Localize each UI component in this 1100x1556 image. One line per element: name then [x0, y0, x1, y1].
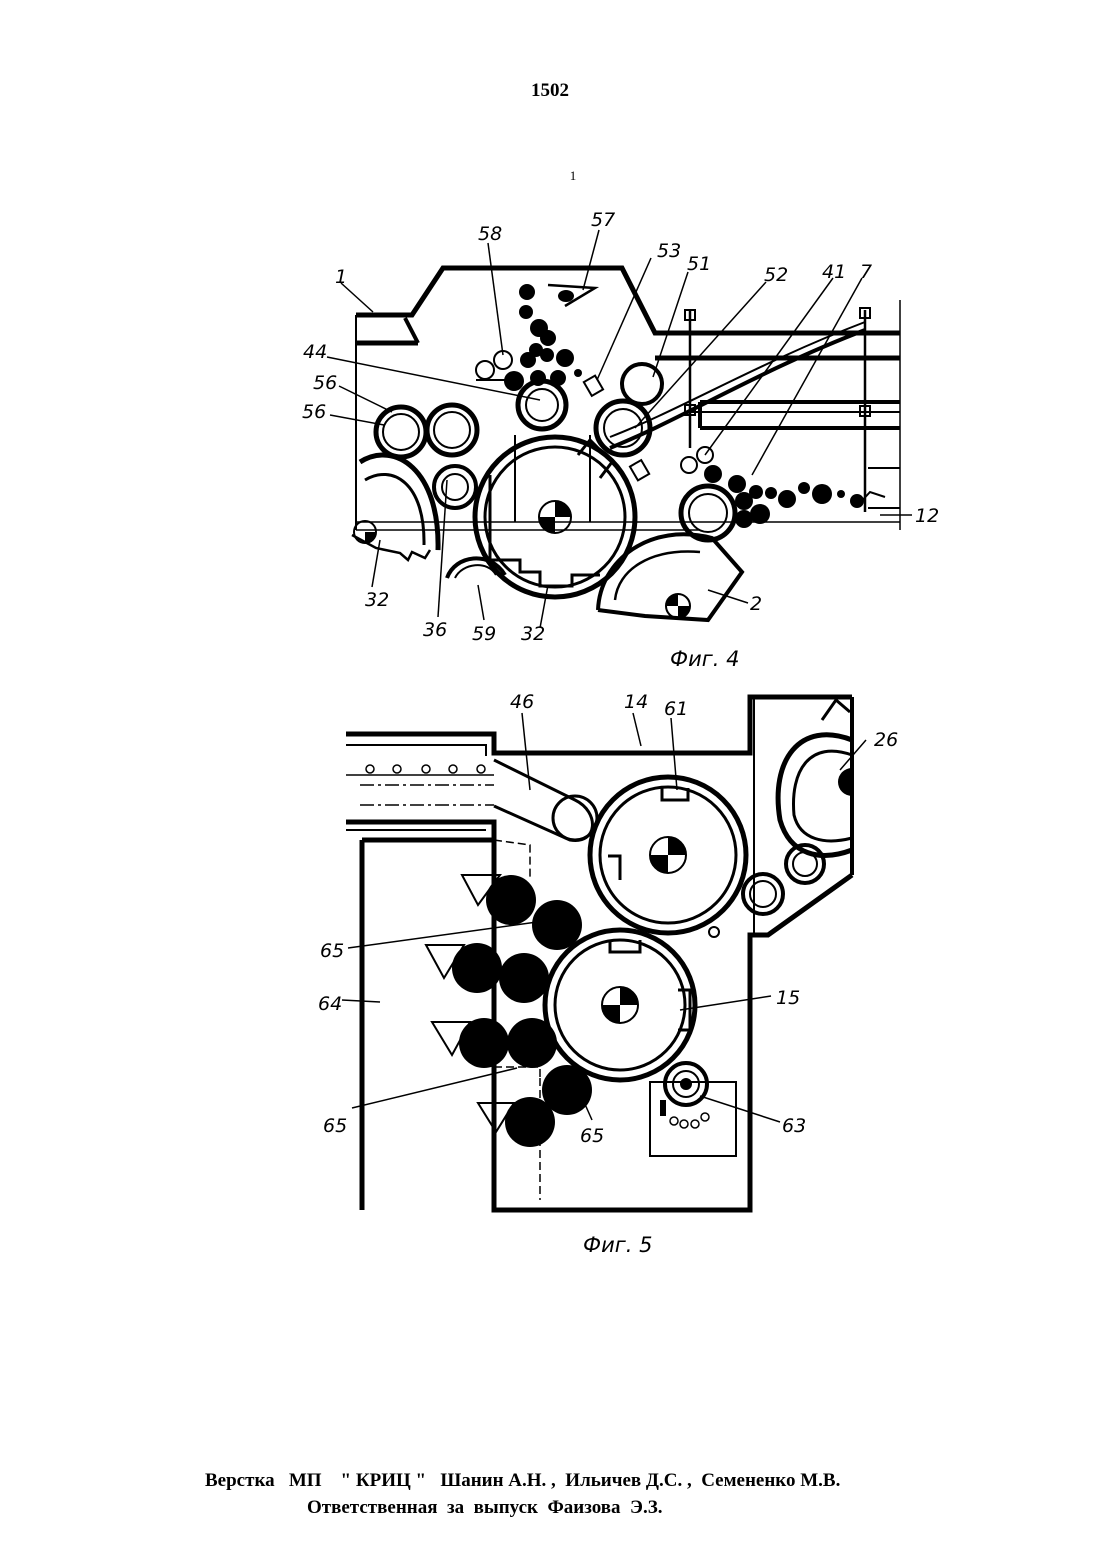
fig5-label: 65: [580, 1125, 604, 1147]
fig5-label: 14: [624, 691, 648, 713]
fig5-label: 15: [776, 987, 800, 1009]
fig5-label: 63: [782, 1115, 806, 1137]
fig5-label: 46: [510, 691, 534, 713]
fig5-label: 64: [318, 993, 342, 1015]
figure-5-caption: Фиг. 5: [583, 1233, 652, 1257]
credits-responsible-line: Ответственная за выпуск Фаизова Э.З.: [307, 1497, 662, 1519]
credits-layout-line: Верстка МП " КРИЦ " Шанин А.Н. , Ильичев…: [205, 1470, 840, 1492]
fig5-label: 61: [664, 698, 688, 720]
fig5-label: 26: [874, 729, 898, 751]
fig5-label: 65: [320, 940, 344, 962]
fig5-label: 65: [323, 1115, 347, 1137]
